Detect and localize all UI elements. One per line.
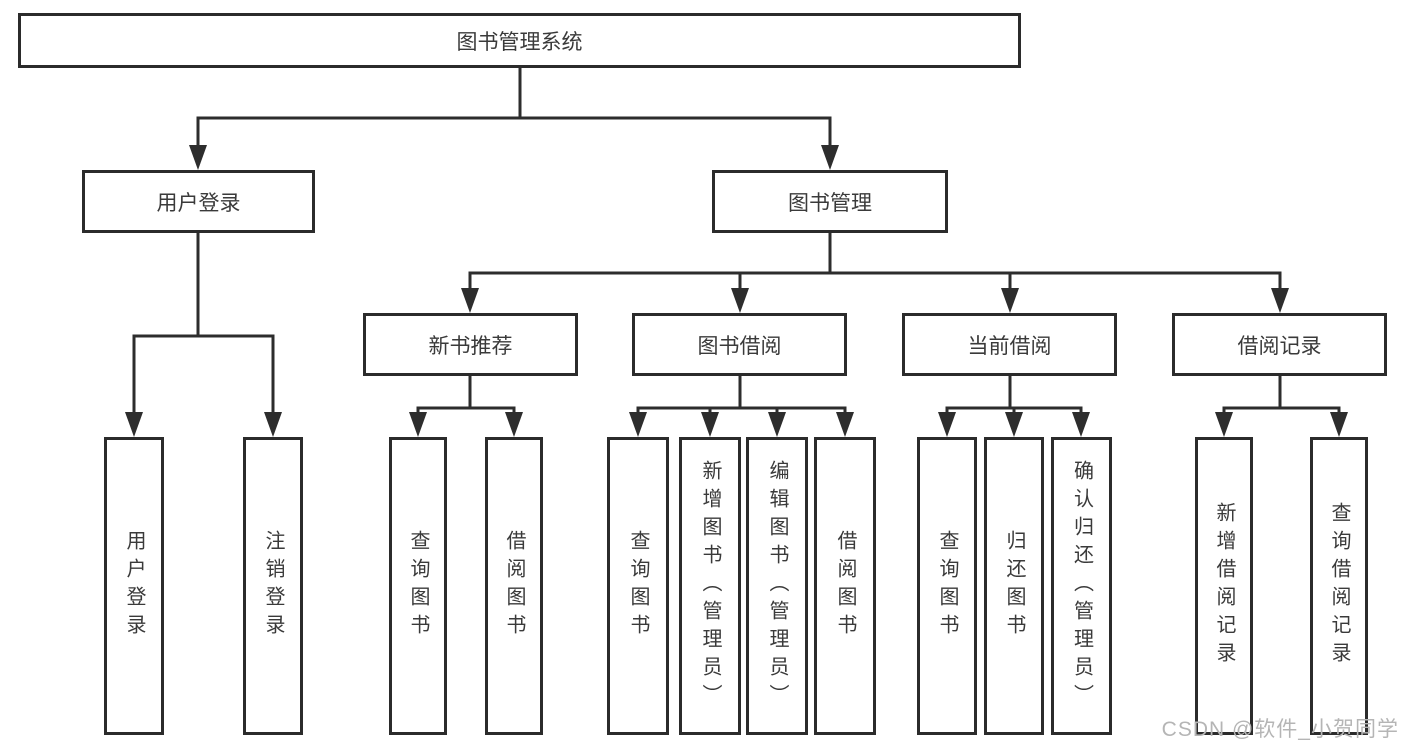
node-new-book-recommend: 新书推荐 — [363, 313, 578, 376]
leaf-recommend-borrow-books: 借阅图书 — [485, 437, 543, 735]
node-current-borrow: 当前借阅 — [902, 313, 1117, 376]
leaf-current-query-books: 查询图书 — [917, 437, 977, 735]
node-book-borrow-label: 图书借阅 — [697, 334, 782, 358]
leaf-current-confirm-return-admin-label: 确认归还（管理员） — [1070, 460, 1093, 712]
leaf-current-confirm-return-admin: 确认归还（管理员） — [1051, 437, 1112, 735]
connector-new-book-recommend-to-leaves — [409, 376, 523, 437]
leaf-recommend-query-books: 查询图书 — [389, 437, 447, 735]
node-root-label: 图书管理系统 — [456, 30, 583, 54]
connector-current-borrow-to-leaves — [938, 376, 1090, 437]
connector-borrow-records-to-leaves — [1215, 376, 1348, 437]
node-user-login-label: 用户登录 — [156, 191, 241, 215]
leaf-borrow-edit-books-admin-label: 编辑图书（管理员） — [766, 460, 788, 712]
leaf-logout-label: 注销登录 — [262, 530, 284, 642]
connector-book-mgmt-to-level2 — [461, 233, 1289, 313]
leaf-records-add-record-label: 新增借阅记录 — [1213, 502, 1235, 670]
leaf-recommend-borrow-books-label: 借阅图书 — [503, 530, 525, 642]
node-borrow-records-label: 借阅记录 — [1237, 334, 1322, 358]
node-new-book-recommend-label: 新书推荐 — [428, 334, 513, 358]
leaf-records-query-record: 查询借阅记录 — [1310, 437, 1368, 735]
node-book-management: 图书管理 — [712, 170, 948, 233]
leaf-borrow-borrow-books-label: 借阅图书 — [834, 530, 856, 642]
leaf-borrow-query-books-label: 查询图书 — [627, 530, 649, 642]
connector-book-borrow-to-leaves — [629, 376, 854, 437]
leaf-records-query-record-label: 查询借阅记录 — [1328, 502, 1350, 670]
node-book-management-label: 图书管理 — [788, 191, 872, 215]
leaf-logout: 注销登录 — [243, 437, 303, 735]
node-user-login: 用户登录 — [82, 170, 315, 233]
leaf-records-add-record: 新增借阅记录 — [1195, 437, 1253, 735]
node-borrow-records: 借阅记录 — [1172, 313, 1387, 376]
leaf-current-return-books: 归还图书 — [984, 437, 1044, 735]
leaf-borrow-add-books-admin: 新增图书（管理员） — [679, 437, 741, 735]
node-root: 图书管理系统 — [18, 13, 1021, 68]
node-current-borrow-label: 当前借阅 — [967, 334, 1052, 358]
leaf-borrow-query-books: 查询图书 — [607, 437, 669, 735]
leaf-current-return-books-label: 归还图书 — [1003, 530, 1025, 642]
leaf-recommend-query-books-label: 查询图书 — [407, 530, 429, 642]
leaf-borrow-edit-books-admin: 编辑图书（管理员） — [746, 437, 808, 735]
connector-root-to-level1 — [189, 68, 839, 170]
leaf-user-login: 用户登录 — [104, 437, 164, 735]
connector-user-login-to-leaves — [125, 233, 282, 437]
watermark-text: CSDN @软件_小贺同学 — [1161, 718, 1399, 741]
node-book-borrow: 图书借阅 — [632, 313, 847, 376]
leaf-user-login-label: 用户登录 — [123, 530, 145, 642]
leaf-current-query-books-label: 查询图书 — [936, 530, 958, 642]
leaf-borrow-add-books-admin-label: 新增图书（管理员） — [699, 460, 721, 712]
leaf-borrow-borrow-books: 借阅图书 — [814, 437, 876, 735]
